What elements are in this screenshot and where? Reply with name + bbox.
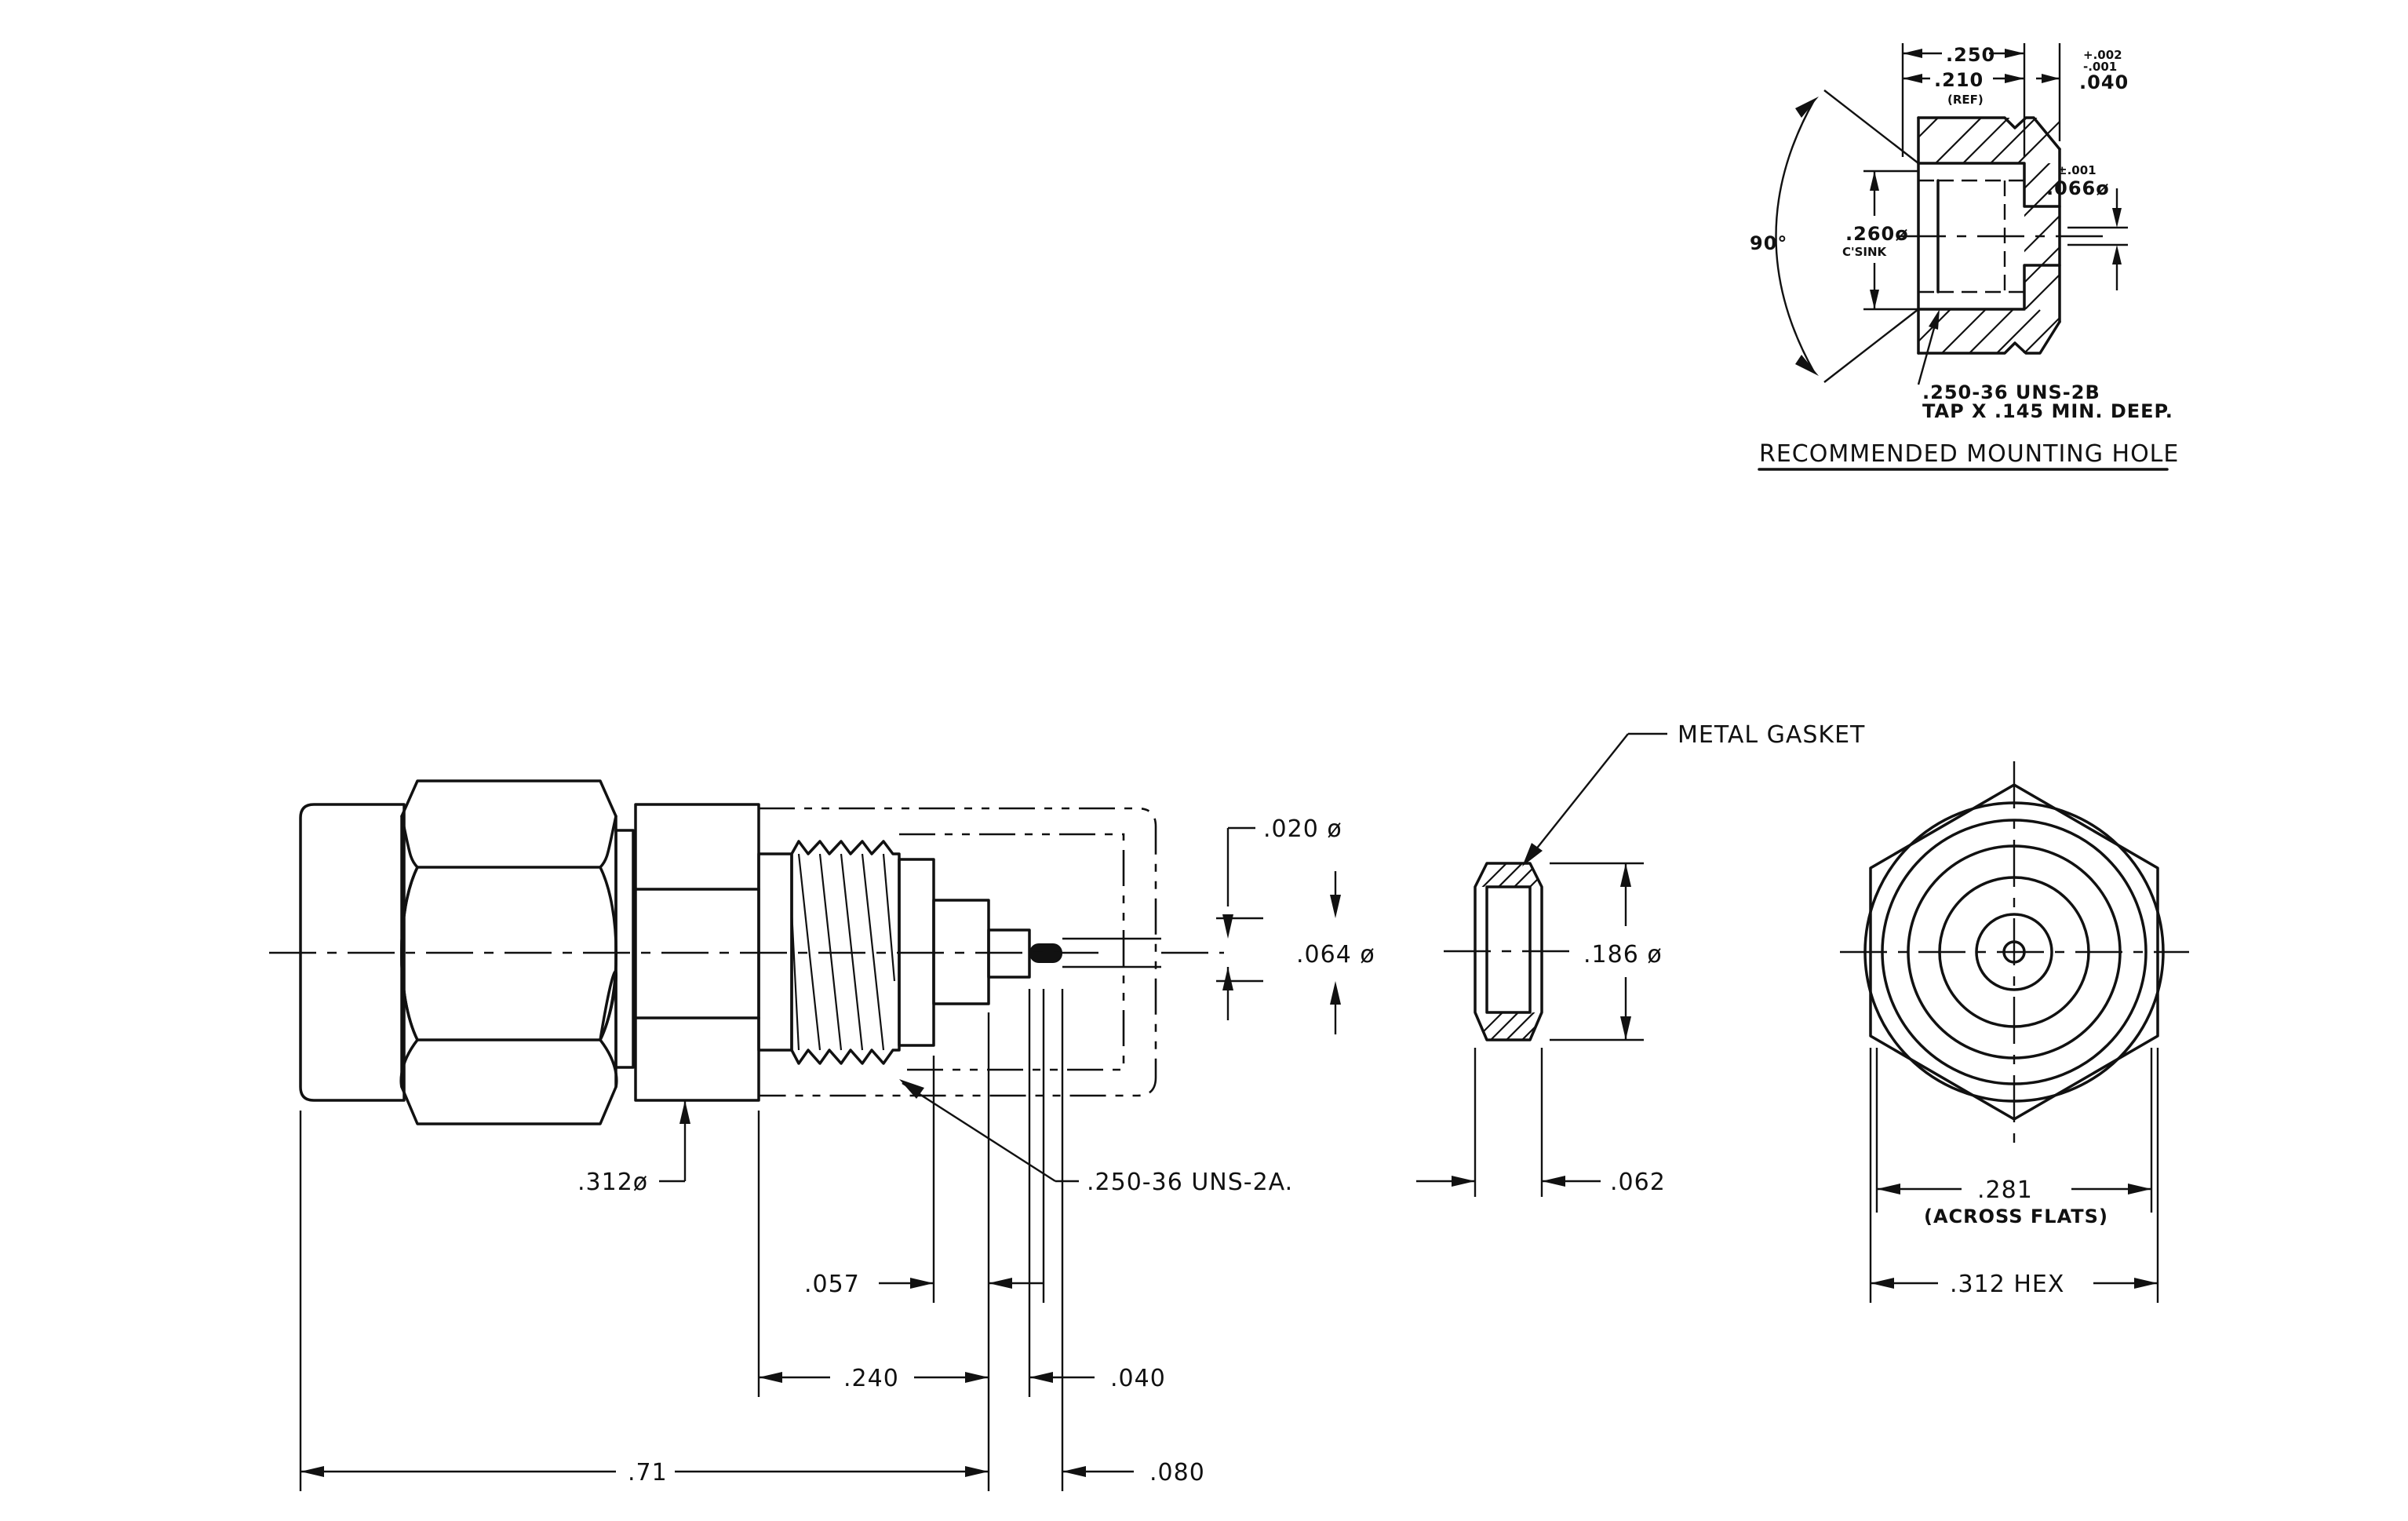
dim-080-label: .080 <box>1149 1459 1205 1486</box>
mh-dim-040: .040 <box>2079 71 2129 93</box>
body-left-section <box>299 803 406 1102</box>
mh-dim-066: .066ø <box>2046 177 2110 199</box>
hex-nut <box>400 779 617 1125</box>
across-flats-note: (ACROSS FLATS) <box>1924 1205 2108 1227</box>
mh-title: RECOMMENDED MOUNTING HOLE <box>1759 440 2179 468</box>
across-flats-value: .281 <box>1977 1176 2033 1204</box>
metal-gasket-view: METAL GASKET .186 ø .062 <box>1416 721 1865 1197</box>
mh-angle-90: 90° <box>1750 232 1787 254</box>
mh-dim-260: .260ø <box>1845 223 1909 245</box>
dim-240-label: .240 <box>843 1365 899 1392</box>
connector-side-view <box>269 779 1224 1125</box>
end-view: .281 (ACROSS FLATS) .312 HEX <box>1840 761 2189 1303</box>
mh-tol-plus: +.002 <box>2083 48 2122 62</box>
mh-tap-line1: .250-36 UNS-2B <box>1922 381 2100 403</box>
mh-dim-210: .210 <box>1934 69 1984 91</box>
dia-064-label: .064 ø <box>1296 941 1375 968</box>
mating-phantom-outline <box>759 807 1157 1097</box>
metal-gasket-label: METAL GASKET <box>1678 721 1865 749</box>
mh-tol-pm: ±.001 <box>2057 163 2097 177</box>
hex-size-label: .312 HEX <box>1950 1271 2064 1298</box>
body-dia-label: .312ø <box>577 1169 648 1196</box>
mh-tap-line2: TAP X .145 MIN. DEEP. <box>1922 400 2173 422</box>
gasket-outline <box>1474 862 1543 1041</box>
dim-040-label: .040 <box>1110 1365 1166 1392</box>
mounting-hole-detail: .250 .210 (REF) +.002 -.001 .040 ±.001 .… <box>1750 43 2179 471</box>
gasket-dia-label: .186 ø <box>1583 941 1663 968</box>
mh-tol-minus: -.001 <box>2083 60 2117 74</box>
center-pin <box>1029 943 1062 963</box>
mh-csink: C'SINK <box>1842 245 1888 259</box>
threaded-section <box>790 840 901 1065</box>
body-step <box>614 829 635 1069</box>
thread-label: .250-36 UNS-2A. <box>1087 1169 1293 1196</box>
pin-dia-label: .020 ø <box>1263 815 1342 843</box>
dim-071-label: .71 <box>628 1459 668 1486</box>
gasket-thickness-label: .062 <box>1610 1169 1666 1196</box>
mh-dim-210-ref: (REF) <box>1947 93 1984 107</box>
dim-057-label: .057 <box>804 1271 860 1298</box>
connector-dimensions: .020 ø .064 ø .312ø .250-36 UNS-2A. .057… <box>299 815 1375 1491</box>
mh-dim-250: .250 <box>1946 44 1995 66</box>
